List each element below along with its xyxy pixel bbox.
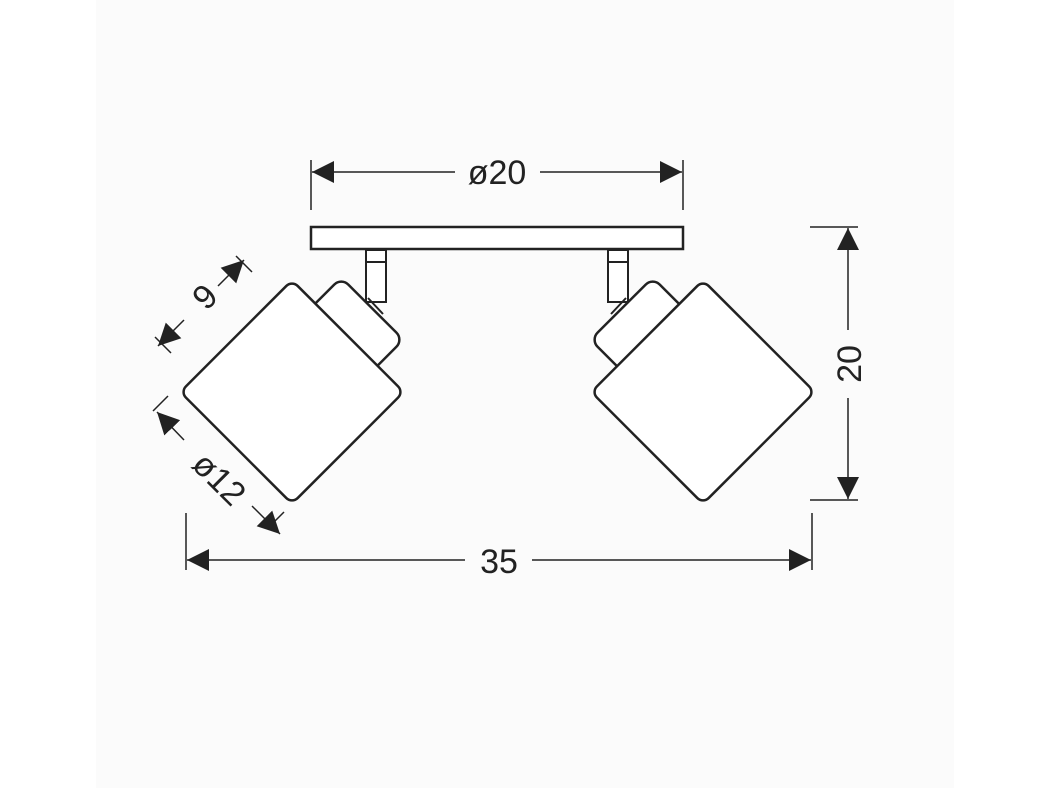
left-lamp-stem (365, 249, 387, 303)
shade-depth-label: 9 (185, 277, 225, 317)
height-dimension: 20 (810, 226, 869, 501)
shade-diameter-arrow-upper (156, 411, 185, 441)
overall-width-dimension: 35 (185, 513, 813, 581)
shade-diameter-arrow-lower (251, 505, 281, 535)
left-lamp-shade (182, 282, 402, 502)
top-width-dimension: ø20 (310, 154, 684, 210)
right-lamp (593, 249, 813, 502)
height-label: 20 (831, 345, 869, 383)
left-lamp (182, 249, 402, 502)
shade-depth-arrow-upper (217, 259, 245, 287)
right-lamp-stem (607, 249, 629, 303)
ceiling-bar (309, 225, 685, 251)
right-lamp-shade (593, 282, 813, 502)
shade-depth-arrow-lower (157, 319, 185, 347)
overall-width-label: 35 (480, 543, 518, 581)
top-width-label: ø20 (468, 154, 527, 192)
